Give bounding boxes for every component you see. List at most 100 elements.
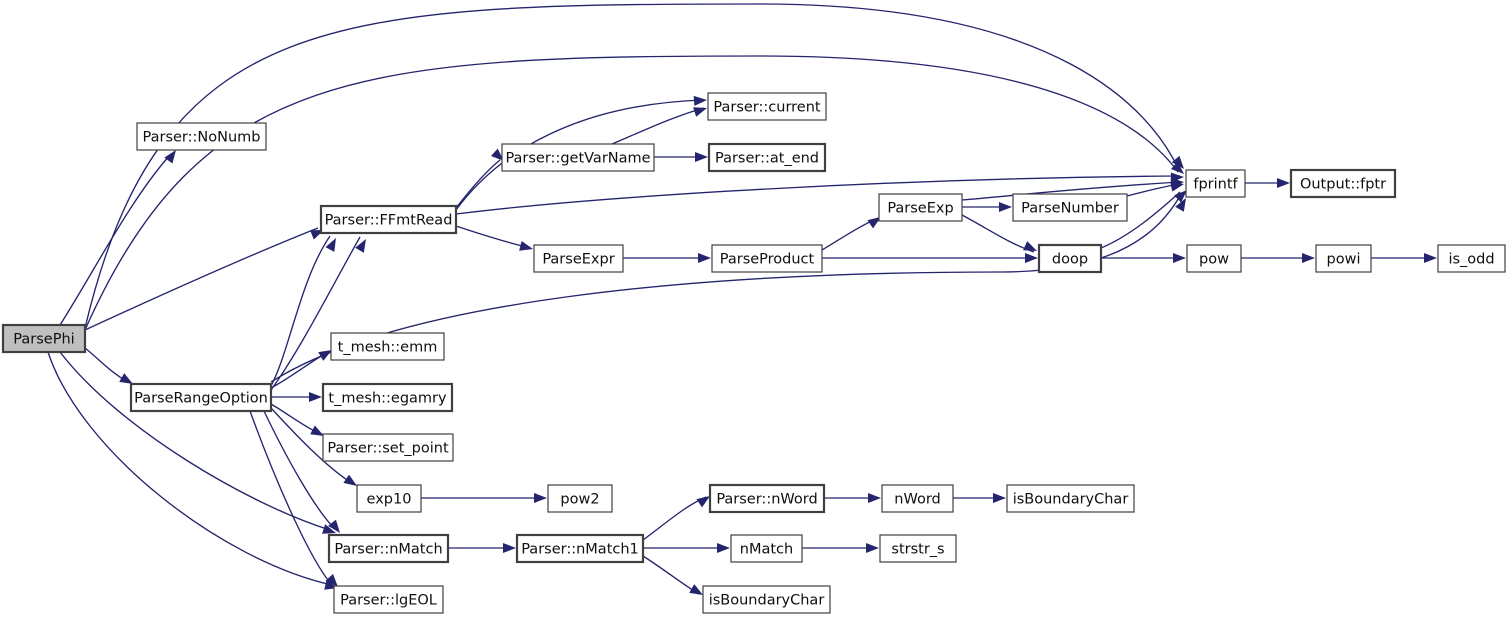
node-Parser_FFmtRead[interactable]: Parser::FFmtRead	[319, 204, 458, 235]
arrowhead	[1302, 253, 1315, 263]
arrowhead	[343, 474, 357, 486]
edge-ParsePhi-to-fprintf	[84, 55, 1179, 331]
edge-Parser_nMatch1-to-isBoundaryChar_bot	[642, 555, 700, 595]
node-ParseExp[interactable]: ParseExp	[878, 193, 963, 222]
node-box-isBoundaryChar_top[interactable]	[1006, 484, 1135, 513]
node-box-Parser_set_point[interactable]	[322, 433, 454, 462]
node-box-t_mesh_emm[interactable]	[330, 332, 445, 361]
node-Parser_nMatch1[interactable]: Parser::nMatch1	[515, 533, 645, 564]
node-is_odd[interactable]: is_odd	[1437, 244, 1506, 273]
node-box-isBoundaryChar_bot[interactable]	[702, 585, 831, 614]
arrowhead	[867, 217, 881, 229]
arrowhead	[1175, 198, 1186, 212]
node-box-Parser_at_end[interactable]	[707, 142, 827, 173]
node-box-ParseExp[interactable]	[878, 193, 963, 222]
node-box-powi[interactable]	[1315, 244, 1372, 273]
node-ParseRangeOption[interactable]: ParseRangeOption	[129, 382, 273, 413]
node-box-Parser_getVarName[interactable]	[501, 143, 655, 172]
arrowhead	[1170, 161, 1184, 174]
arrowhead	[310, 425, 324, 436]
node-box-strstr_s[interactable]	[879, 534, 957, 563]
node-nWord[interactable]: nWord	[881, 484, 954, 513]
node-Parser_set_point[interactable]: Parser::set_point	[322, 433, 454, 462]
node-box-Parser_current[interactable]	[707, 92, 827, 121]
node-pow2[interactable]: pow2	[547, 484, 613, 513]
node-Parser_nWord[interactable]: Parser::nWord	[708, 483, 826, 514]
node-Parser_at_end[interactable]: Parser::at_end	[707, 142, 827, 173]
node-box-ParsePhi[interactable]	[1, 323, 87, 354]
node-Parser_current[interactable]: Parser::current	[707, 92, 827, 121]
node-box-ParseRangeOption[interactable]	[129, 382, 273, 413]
node-Parser_nMatch[interactable]: Parser::nMatch	[327, 533, 450, 564]
node-powi[interactable]: powi	[1315, 244, 1372, 273]
node-strstr_s[interactable]: strstr_s	[879, 534, 957, 563]
arrowhead	[1170, 181, 1184, 192]
node-box-is_odd[interactable]	[1437, 244, 1506, 273]
edge-ParsePhi-to-Parser_FFmtRead	[84, 227, 319, 331]
node-box-ParseNumber[interactable]	[1012, 193, 1128, 222]
arrowhead	[119, 373, 133, 384]
arrowhead	[866, 543, 879, 553]
arrowhead	[1424, 253, 1437, 263]
arrowhead	[693, 95, 707, 106]
node-pow[interactable]: pow	[1186, 244, 1242, 273]
node-box-nWord[interactable]	[881, 484, 954, 513]
node-box-t_mesh_egamry[interactable]	[321, 382, 454, 413]
arrowhead	[689, 584, 703, 595]
node-Output_fptr[interactable]: Output::fptr	[1289, 168, 1397, 199]
node-Parser_NoNumb[interactable]: Parser::NoNumb	[136, 122, 267, 151]
edge-ParseRangeOption-to-Parser_nMatch	[263, 410, 337, 531]
node-box-Parser_nWord[interactable]	[708, 483, 826, 514]
node-Parser_lgEOL[interactable]: Parser::lgEOL	[333, 585, 444, 614]
node-Parser_getVarName[interactable]: Parser::getVarName	[501, 143, 655, 172]
arrowhead	[503, 543, 516, 553]
node-box-exp10[interactable]	[356, 484, 422, 513]
arrowhead	[999, 202, 1012, 212]
node-box-pow[interactable]	[1186, 244, 1242, 273]
arrowhead	[868, 493, 881, 503]
arrowhead	[355, 239, 366, 253]
node-box-Parser_NoNumb[interactable]	[136, 122, 267, 151]
arrowheads-layer	[119, 95, 1437, 595]
node-box-ParseExpr[interactable]	[533, 244, 624, 273]
node-box-Output_fptr[interactable]	[1289, 168, 1397, 199]
node-box-fprintf[interactable]	[1185, 169, 1246, 198]
edge-doop-to-fprintf	[1100, 191, 1181, 249]
edge-ParseRangeOption-to-exp10	[270, 407, 354, 485]
edge-ParseRangeOption-to-fprintf	[270, 195, 1181, 383]
edge-Parser_nMatch1-to-Parser_nWord	[642, 496, 707, 541]
node-box-Parser_nMatch[interactable]	[327, 533, 450, 564]
node-doop[interactable]: doop	[1037, 243, 1103, 274]
node-box-ParseProduct[interactable]	[711, 244, 823, 273]
node-fprintf[interactable]: fprintf	[1185, 169, 1246, 198]
arrowhead	[993, 493, 1006, 503]
edge-ParseRangeOption-to-Parser_FFmtRead	[270, 235, 331, 387]
node-box-doop[interactable]	[1037, 243, 1103, 274]
node-ParseNumber[interactable]: ParseNumber	[1012, 193, 1128, 222]
node-isBoundaryChar_top[interactable]: isBoundaryChar	[1006, 484, 1135, 513]
node-box-Parser_nMatch1[interactable]	[515, 533, 645, 564]
node-box-pow2[interactable]	[547, 484, 613, 513]
arrowhead	[325, 238, 336, 252]
node-exp10[interactable]: exp10	[356, 484, 422, 513]
arrowhead	[1023, 241, 1037, 251]
node-t_mesh_emm[interactable]: t_mesh::emm	[330, 332, 445, 361]
arrowhead	[696, 496, 710, 508]
edge-ParsePhi-to-Parser_nMatch	[59, 351, 331, 531]
node-box-Parser_lgEOL[interactable]	[333, 585, 444, 614]
edge-ParsePhi-to-Parser_lgEOL	[47, 351, 333, 586]
node-nMatch[interactable]: nMatch	[730, 534, 803, 563]
node-ParsePhi[interactable]: ParsePhi	[1, 323, 87, 354]
edge-ParseRangeOption-to-Parser_FFmtRead	[270, 236, 361, 391]
node-box-Parser_FFmtRead[interactable]	[319, 204, 458, 235]
node-ParseProduct[interactable]: ParseProduct	[711, 244, 823, 273]
edge-Parser_FFmtRead-to-fprintf	[455, 175, 1181, 215]
arrowhead	[1174, 190, 1187, 203]
arrowhead	[693, 107, 707, 117]
node-ParseExpr[interactable]: ParseExpr	[533, 244, 624, 273]
node-t_mesh_egamry[interactable]: t_mesh::egamry	[321, 382, 454, 413]
edge-ParseRangeOption-to-Parser_lgEOL	[249, 410, 333, 586]
node-box-nMatch[interactable]	[730, 534, 803, 563]
node-isBoundaryChar_bot[interactable]: isBoundaryChar	[702, 585, 831, 614]
